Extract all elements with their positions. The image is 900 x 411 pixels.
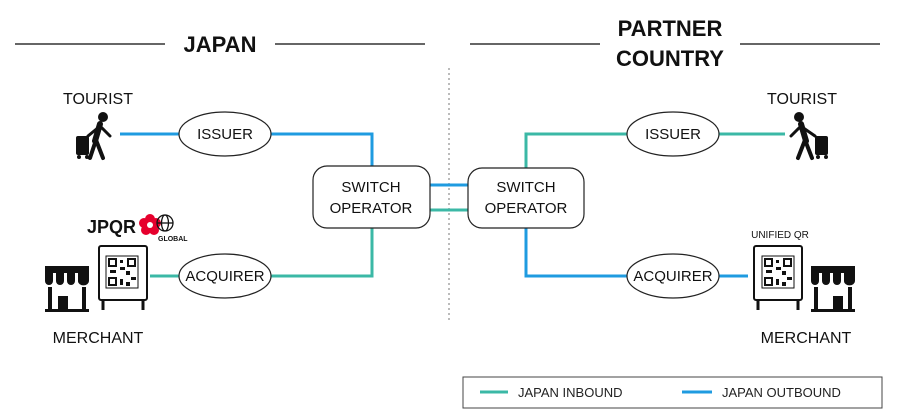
tourist-icon-right	[789, 112, 828, 160]
shop-icon-left	[45, 266, 89, 312]
legend-outbound-label: JAPAN OUTBOUND	[722, 385, 841, 400]
acquirer-node-left	[178, 253, 272, 299]
tourist-icon-left	[76, 112, 112, 160]
qr-code-icon-left	[105, 255, 139, 289]
issuer-label-right: ISSUER	[645, 126, 701, 143]
partner-title-line2: COUNTRY	[616, 46, 724, 71]
jpqr-flower-icon	[139, 214, 161, 235]
switch-label-left-1: SWITCH	[341, 179, 400, 196]
link-issuer-switch-left	[270, 132, 374, 166]
merchant-label-left: MERCHANT	[53, 330, 144, 347]
jpqr-global-text: GLOBAL	[158, 236, 188, 243]
japan-title: JAPAN	[184, 32, 257, 57]
jpqr-text: JPQR	[87, 217, 136, 237]
globe-icon	[156, 214, 174, 232]
merchant-label-right: MERCHANT	[761, 330, 852, 347]
link-switch-issuer-right	[524, 132, 628, 168]
tourist-label-left: TOURIST	[63, 91, 133, 108]
switch-label-right-2: OPERATOR	[485, 200, 568, 217]
qr-stand-left	[98, 245, 148, 310]
issuer-node-right	[626, 111, 720, 157]
partner-title-line1: PARTNER	[618, 16, 723, 41]
shop-icon-right	[811, 266, 855, 312]
switch-operator-right	[467, 167, 585, 229]
issuer-label-left: ISSUER	[197, 126, 253, 143]
legend-box	[462, 376, 883, 409]
acquirer-label-left: ACQUIRER	[185, 268, 264, 285]
tourist-label-right: TOURIST	[767, 91, 837, 108]
switch-label-right-1: SWITCH	[496, 179, 555, 196]
unified-qr-caption: UNIFIED QR	[751, 230, 809, 241]
issuer-node-left	[178, 111, 272, 157]
link-switch-acquirer-right	[524, 228, 628, 278]
acquirer-label-right: ACQUIRER	[633, 268, 712, 285]
legend-inbound-label: JAPAN INBOUND	[518, 385, 623, 400]
acquirer-node-right	[626, 253, 720, 299]
qr-code-icon-right	[761, 255, 795, 289]
link-acquirer-switch-left	[270, 228, 374, 278]
switch-operator-left	[312, 165, 431, 229]
switch-label-left-2: OPERATOR	[330, 200, 413, 217]
qr-stand-right	[753, 245, 803, 310]
jpqr-logo: JPQR GLOBAL	[87, 214, 188, 243]
